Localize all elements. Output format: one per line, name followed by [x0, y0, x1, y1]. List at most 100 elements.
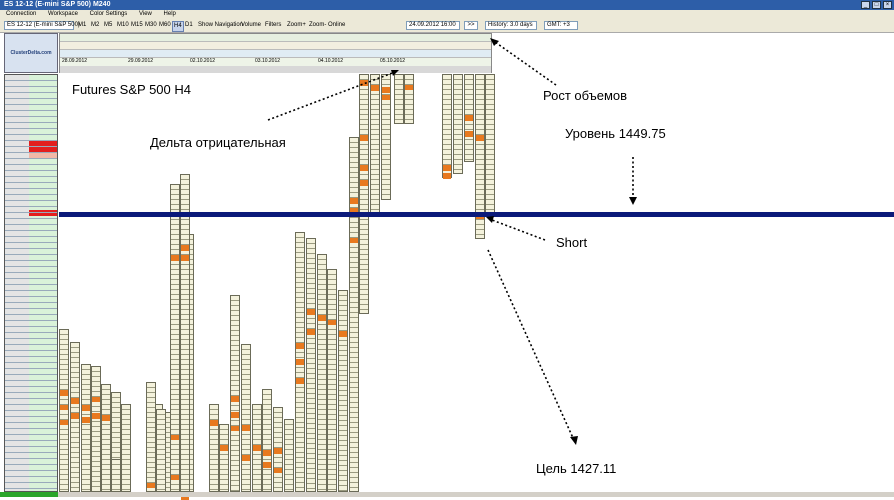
logo-text: ClusterDelta.com: [10, 50, 52, 56]
tf-m30[interactable]: M30: [145, 22, 157, 28]
tf-m5[interactable]: M5: [104, 22, 113, 28]
tf-h4[interactable]: H4: [172, 21, 184, 32]
cluster-column: [219, 424, 229, 492]
date-label: 05.10.2012: [380, 58, 406, 64]
cluster-high-volume-band: [360, 180, 368, 186]
history-select[interactable]: History: 3.0 days: [485, 21, 537, 30]
cluster-high-volume-band: [443, 173, 451, 179]
level-line-1449-75: [59, 212, 894, 217]
cluster-column: [442, 74, 452, 179]
cluster-column: [70, 342, 80, 492]
online-button[interactable]: Online: [328, 22, 346, 28]
cluster-column: [381, 74, 391, 200]
tf-m10[interactable]: M10: [117, 22, 129, 28]
cluster-column: [81, 364, 91, 492]
delta-arrow: [267, 71, 396, 121]
arrowhead: [486, 216, 494, 223]
go-button[interactable]: >>: [464, 21, 478, 30]
cluster-chart[interactable]: [59, 74, 894, 500]
cluster-high-volume-band: [220, 445, 228, 451]
menu-workspace[interactable]: Workspace: [48, 11, 78, 17]
tf-m1[interactable]: M1: [78, 22, 87, 28]
cluster-high-volume-band: [371, 85, 379, 91]
target-arrow: [487, 249, 574, 439]
cluster-high-volume-band: [171, 255, 179, 261]
menu-help[interactable]: Help: [163, 11, 176, 17]
toolbar: ES 12-12 (E-mini S&P 500) M1 M2 M5 M10 M…: [0, 19, 894, 33]
show-navigation-button[interactable]: Show Navigation: [198, 22, 244, 28]
cluster-high-volume-band: [82, 417, 90, 423]
cluster-high-volume-band: [307, 329, 315, 335]
cluster-high-volume-band: [263, 450, 271, 456]
cluster-high-volume-band: [231, 396, 239, 402]
menu-color-settings[interactable]: Color Settings: [89, 11, 128, 17]
cluster-column: [111, 459, 121, 492]
cluster-high-volume-band: [71, 413, 79, 419]
cluster-column: [306, 238, 316, 492]
cluster-column: [453, 74, 463, 174]
cluster-high-volume-band: [274, 448, 282, 454]
logo: ClusterDelta.com: [4, 33, 58, 73]
price-ladder[interactable]: [4, 74, 58, 492]
target-annotation: Цель 1427.11: [536, 461, 617, 476]
cluster-high-volume-band: [171, 475, 179, 480]
cluster-column: [121, 404, 131, 492]
cluster-high-volume-band: [307, 309, 315, 315]
cluster-column: [295, 232, 305, 492]
cluster-column: [59, 329, 69, 492]
instrument-select[interactable]: ES 12-12 (E-mini S&P 500): [4, 21, 80, 30]
chart-title-annotation: Futures S&P 500 H4: [72, 82, 191, 97]
tf-m15[interactable]: M15: [131, 22, 143, 28]
cluster-column: [170, 184, 180, 492]
cluster-high-volume-band: [231, 412, 239, 418]
cluster-high-volume-band: [60, 390, 68, 396]
gmt-select[interactable]: GMT: +3: [544, 21, 578, 30]
tf-m2[interactable]: M2: [91, 22, 100, 28]
maximize-icon[interactable]: □: [872, 1, 881, 9]
cluster-column: [464, 74, 474, 162]
tf-m60[interactable]: M60: [159, 22, 171, 28]
zoom-in-button[interactable]: Zoom+: [287, 22, 306, 28]
cluster-column: [230, 295, 240, 492]
tf-d1[interactable]: D1: [185, 22, 193, 28]
cluster-high-volume-band: [360, 80, 368, 86]
filters-menu[interactable]: Filters: [265, 22, 282, 28]
cluster-high-volume-band: [350, 208, 358, 214]
arrowhead: [490, 38, 499, 46]
menu-connection[interactable]: Connection: [6, 11, 37, 17]
cluster-high-volume-band: [350, 238, 358, 243]
cluster-high-volume-band: [465, 131, 473, 137]
close-icon[interactable]: ×: [883, 1, 892, 9]
cluster-column: [91, 366, 101, 492]
date-field[interactable]: 24.09.2012 16:00: [406, 21, 460, 30]
cluster-column: [209, 404, 219, 492]
arrowhead: [570, 436, 578, 445]
cluster-high-volume-band: [60, 405, 68, 410]
cluster-high-volume-band: [181, 255, 189, 261]
menu-bar: Connection Workspace Color Settings View…: [0, 10, 894, 19]
date-label: 04.10.2012: [318, 58, 344, 64]
cluster-column: [262, 389, 272, 492]
cluster-high-volume-band: [296, 359, 304, 365]
cluster-high-volume-band: [296, 343, 304, 349]
volume-menu[interactable]: Volume: [241, 22, 262, 28]
status-progress: [0, 492, 58, 497]
cluster-high-volume-band: [171, 435, 179, 440]
cluster-column: [273, 407, 283, 492]
cluster-high-volume-band: [443, 165, 451, 171]
cluster-high-volume-band: [274, 468, 282, 473]
window-titlebar: ES 12-12 (E-mini S&P 500) M240 _ □ ×: [0, 0, 894, 10]
zoom-out-button[interactable]: Zoom-: [309, 22, 327, 28]
cluster-high-volume-band: [465, 115, 473, 121]
short-annotation: Short: [556, 235, 588, 250]
cluster-high-volume-band: [360, 135, 368, 141]
cluster-column: [156, 409, 166, 492]
cluster-high-volume-band: [210, 420, 218, 426]
cluster-high-volume-band: [339, 331, 347, 337]
short-arrow: [491, 219, 546, 241]
level-annotation: Уровень 1449.75: [565, 126, 666, 141]
cluster-column: [252, 404, 262, 492]
minimize-icon[interactable]: _: [861, 1, 870, 9]
menu-view[interactable]: View: [138, 11, 152, 17]
